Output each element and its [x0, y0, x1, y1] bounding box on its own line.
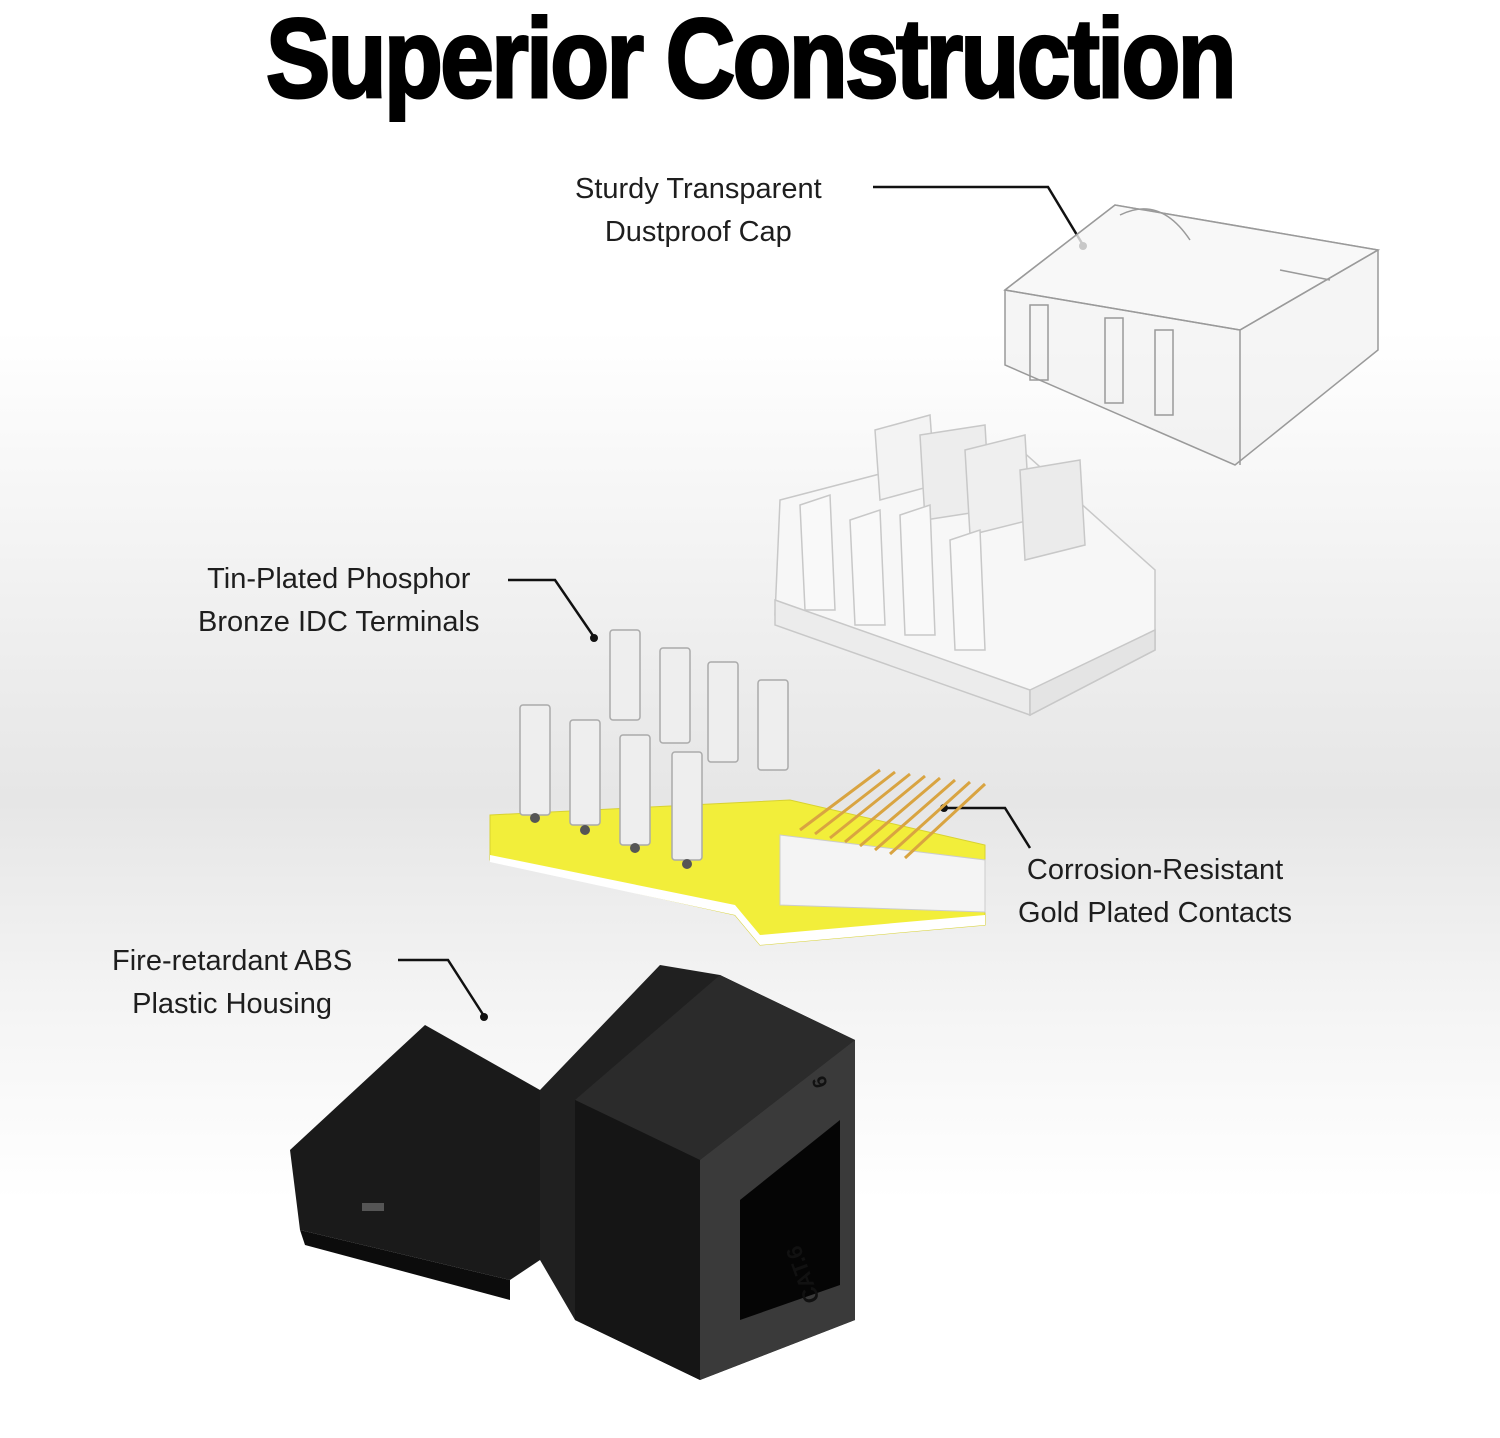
contacts-label: Corrosion-Resistant Gold Plated Contacts — [1018, 849, 1292, 935]
contacts-label-line1: Corrosion-Resistant — [1026, 854, 1284, 886]
idc-terminals — [519, 629, 789, 861]
housing-leader-line — [398, 958, 486, 1017]
housing-label-line2: Plastic Housing — [132, 988, 333, 1020]
gold-contacts — [799, 768, 987, 860]
page-title: Superior Construction — [265, 0, 1238, 123]
cap-leader-line — [873, 185, 1085, 246]
transparent-cap — [1003, 204, 1381, 466]
idc-block — [774, 414, 1156, 717]
terminals-label-line2: Bronze IDC Terminals — [198, 606, 480, 638]
abs-housing — [290, 965, 855, 1380]
housing-label-line1: Fire-retardant ABS — [112, 945, 353, 977]
cap-label: Sturdy Transparent Dustproof Cap — [575, 168, 822, 254]
cap-label-line2: Dustproof Cap — [604, 216, 792, 248]
housing-label: Fire-retardant ABS Plastic Housing — [112, 940, 352, 1026]
cap-label-line1: Sturdy Transparent — [575, 173, 822, 205]
contacts-label-line2: Gold Plated Contacts — [1018, 897, 1293, 929]
terminals-leader-line — [508, 578, 596, 638]
terminals-label-line1: Tin-Plated Phosphor — [207, 563, 471, 595]
pcb-with-terminals — [489, 629, 987, 946]
terminals-label: Tin-Plated Phosphor Bronze IDC Terminals — [198, 558, 480, 644]
contacts-leader-line — [944, 806, 1032, 849]
